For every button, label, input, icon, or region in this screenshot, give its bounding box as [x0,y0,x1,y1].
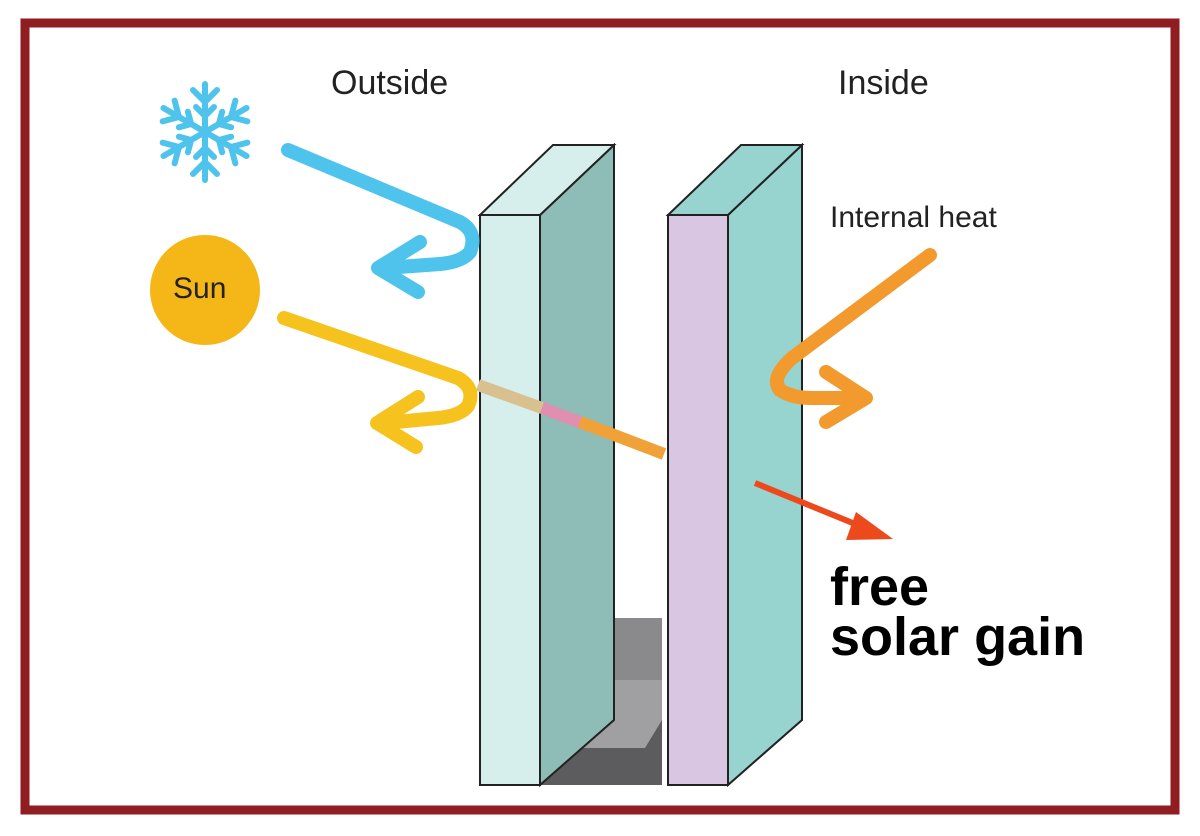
heat-arrow-head [819,365,873,429]
snowflake-arm [190,81,220,135]
spacer-dark-face [540,720,662,785]
cold-arrow-head [371,235,427,299]
free-solar-gain-line2: solar gain [830,607,1086,667]
solar-gain-head [846,512,893,540]
outside-label: Outside [331,64,449,102]
solar-gain-shaft [753,480,862,529]
free-solar-gain-label: free solar gain [830,557,1086,667]
heat-arrow-shaft [770,248,937,405]
sun-icon [150,235,260,345]
internal-heat-arrow [770,248,937,429]
inner-pane-side [727,142,803,788]
sun-arrow-shaft [277,311,478,430]
sun-reflect-arrow [277,311,478,454]
free-solar-gain-line1: free [830,557,930,617]
cold-reflect-arrow [281,143,480,299]
solar-gain-arrow [753,480,893,540]
cold-arrow-shaft [281,143,480,275]
outer-pane-front [479,214,541,786]
outer-glass-pane [477,142,617,788]
snowflake-icon [157,81,252,180]
sun-label: Sun [173,272,227,305]
internal-heat-label: Internal heat [830,201,997,234]
ray-in-cavity-orange [577,416,667,460]
solar-transmission-ray [475,379,667,460]
inner-pane-front [667,214,729,786]
outer-pane-side [539,142,615,788]
ray-through-outer-pane [475,379,545,414]
inside-label: Inside [838,64,929,102]
sun-arrow-head [370,390,425,454]
inner-glass-pane [665,142,805,788]
